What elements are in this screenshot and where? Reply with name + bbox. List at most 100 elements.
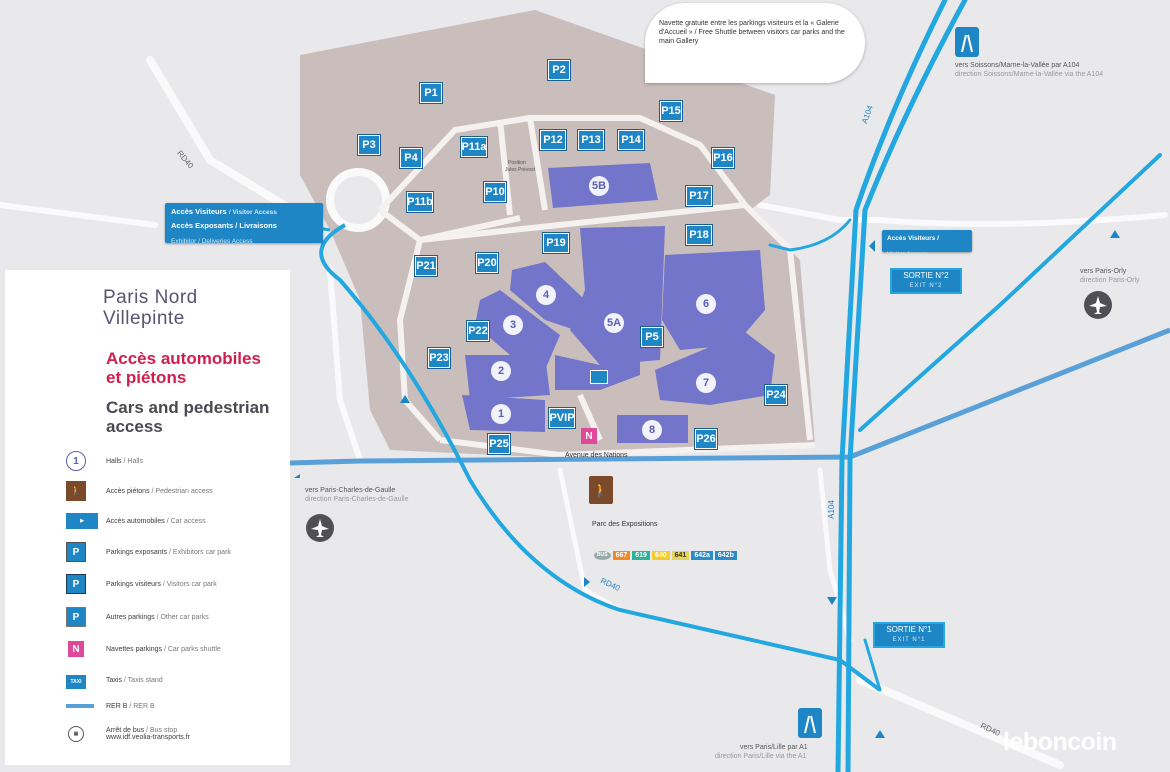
a104-highway: [768, 0, 1162, 772]
shuttle-icon: N: [68, 641, 84, 657]
exit-n1-en: EXIT N°1: [892, 637, 926, 643]
parking-visitor-icon: P: [66, 574, 86, 594]
bus-line-badge: 641: [671, 551, 690, 560]
legend-item-other: P Autres parkings / Other car parks: [66, 605, 209, 629]
shuttle-note-text: Navette gratuite entre les parkings visi…: [659, 20, 845, 45]
legend-shuttle-en: / Car parks shuttle: [163, 645, 221, 653]
exit-n2-label: SORTIE N°2: [903, 271, 949, 280]
legend-visitors-en: / Visitors car park: [162, 580, 217, 588]
background-roads: [0, 56, 1168, 769]
hall-label-7: 7: [696, 373, 716, 393]
direction-orly: vers Paris-Orly: [1080, 268, 1127, 275]
direction-arrows: [294, 230, 1120, 738]
direction-orly-en: direction Paris-Orly: [1080, 277, 1140, 284]
brand-name-line2: Villepinte: [103, 308, 185, 329]
parking-marker: P22: [467, 321, 489, 341]
legend-item-visitors: P Parkings visiteurs / Visitors car park: [66, 572, 217, 596]
shuttle-stop-icon: N: [581, 428, 597, 444]
direction-cdg-en: direction Paris-Charles-de-Gaulle: [305, 496, 409, 503]
sign-east-line1: Accès Visiteurs /: [887, 235, 939, 242]
legend-pedestrian-fr: Accès piétons: [106, 487, 150, 495]
parking-marker: P5: [641, 327, 663, 347]
brand-name-line1: Paris Nord: [103, 287, 198, 308]
brand-name: Paris Nord Villepinte: [103, 287, 198, 329]
title-fr-line2: et piétons: [106, 368, 187, 387]
leboncoin-watermark: leboncoin: [1003, 728, 1117, 756]
direction-cdg: vers Paris-Charles-de-Gaulle: [305, 487, 396, 494]
legend-halls-en: / Halls: [123, 457, 143, 465]
taxi-icon: TAXI: [66, 674, 86, 689]
legend-halls-fr: Halls: [106, 457, 122, 465]
legend-bus-fr: Arrêt de bus: [106, 727, 145, 734]
legend-exhibitors-en: / Exhibitors car park: [169, 548, 231, 556]
shuttle-note: Navette gratuite entre les parkings visi…: [645, 3, 865, 83]
parc-des-expositions-label: Parc des Expositions: [592, 521, 658, 528]
legend-pedestrian-en: / Pedestrian access: [151, 487, 213, 495]
legend-taxi-fr: Taxis: [106, 676, 122, 684]
parking-marker: P16: [712, 148, 734, 168]
jules-prevost-label: Jules Prévost: [505, 167, 536, 173]
title-fr-line1: Accès automobiles: [106, 349, 261, 368]
parking-marker: P21: [415, 256, 437, 276]
direction-soissons: vers Soissons/Marne-la-Vallée par A104: [955, 62, 1080, 69]
pedestrian-icon: 🚶: [66, 481, 86, 501]
parking-other-icon: P: [66, 607, 86, 627]
hall-label-3: 3: [503, 315, 523, 335]
parking-marker: P19: [543, 233, 569, 253]
parking-marker: P2: [548, 60, 570, 80]
direction-soissons-en: direction Soissons/Marne-la-Vallée via t…: [955, 71, 1104, 78]
parking-marker: P23: [428, 348, 450, 368]
hall-icon: 1: [66, 451, 86, 471]
direction-paris: vers Paris/Lille par A1: [740, 744, 808, 751]
title-fr: Accès automobiles et piétons: [106, 349, 261, 387]
legend-visitors-fr: Parkings visiteurs: [106, 580, 161, 588]
rer-line-icon: [66, 704, 94, 708]
sign-west-line1: Accès Visiteurs: [171, 207, 227, 216]
bus-line-badge: BUS: [594, 551, 611, 560]
legend-car-en: / Car access: [166, 517, 206, 525]
parking-exhibitor-icon: P: [66, 542, 86, 562]
pedestrian-access-icon: 🚶: [589, 476, 613, 504]
legend-item-halls: 1 Halls / Halls: [66, 449, 143, 473]
airport-icons: [306, 291, 1112, 542]
parking-marker: P12: [540, 130, 566, 150]
exit-n2-en: EXIT N°2: [909, 283, 943, 289]
parking-marker: P14: [618, 130, 644, 150]
legend-item-exhibitors: P Parkings exposants / Exhibitors car pa…: [66, 540, 231, 564]
taxi-stand-icon: [590, 370, 608, 384]
rd40-access-road: [319, 223, 882, 692]
bus-line-badge: 640: [651, 551, 670, 560]
legend-other-fr: Autres parkings: [106, 613, 155, 621]
hall-7: [655, 332, 775, 405]
position-label: Position: [508, 160, 526, 166]
roundabout: [326, 168, 390, 232]
hall-label-5a: 5A: [604, 313, 624, 333]
parking-marker: P18: [686, 225, 712, 245]
parking-marker: P17: [686, 186, 712, 206]
title-en: Cars and pedestrian access: [106, 398, 269, 436]
parking-marker: P11b: [407, 192, 433, 212]
parking-marker: P24: [765, 385, 787, 405]
parking-marker: P13: [578, 130, 604, 150]
parking-marker: P26: [695, 429, 717, 449]
parking-marker: P15: [660, 101, 682, 121]
bus-line-badge: 667: [612, 551, 631, 560]
sign-west-line1-en: / Visitor Access: [228, 209, 277, 216]
legend-item-car: ▶ Accès automobiles / Car access: [66, 509, 206, 533]
road-label-a104-mid: A104: [826, 500, 836, 519]
legend-bus-en: / Bus stop: [146, 727, 178, 734]
exit-n1-label: SORTIE N°1: [886, 625, 932, 634]
access-sign-west: Accès Visiteurs / Visitor Access Accès E…: [165, 203, 323, 245]
legend-item-shuttle: N Navettes parkings / Car parks shuttle: [66, 637, 221, 661]
hall-label-2: 2: [491, 361, 511, 381]
car-access-sign-icon: ▶: [66, 513, 98, 529]
legend-taxi-en: / Taxis stand: [123, 676, 163, 684]
legend-item-taxi: TAXI Taxis / Taxis stand: [66, 668, 163, 692]
bus-stop-icon: ▣: [68, 726, 84, 742]
bus-line-badge: 642b: [714, 551, 737, 560]
legend-shuttle-fr: Navettes parkings: [106, 645, 163, 653]
bus-lines: BUS 667 619 640 641 642a 642b: [594, 551, 737, 560]
legend-other-en: / Other car parks: [156, 613, 209, 621]
